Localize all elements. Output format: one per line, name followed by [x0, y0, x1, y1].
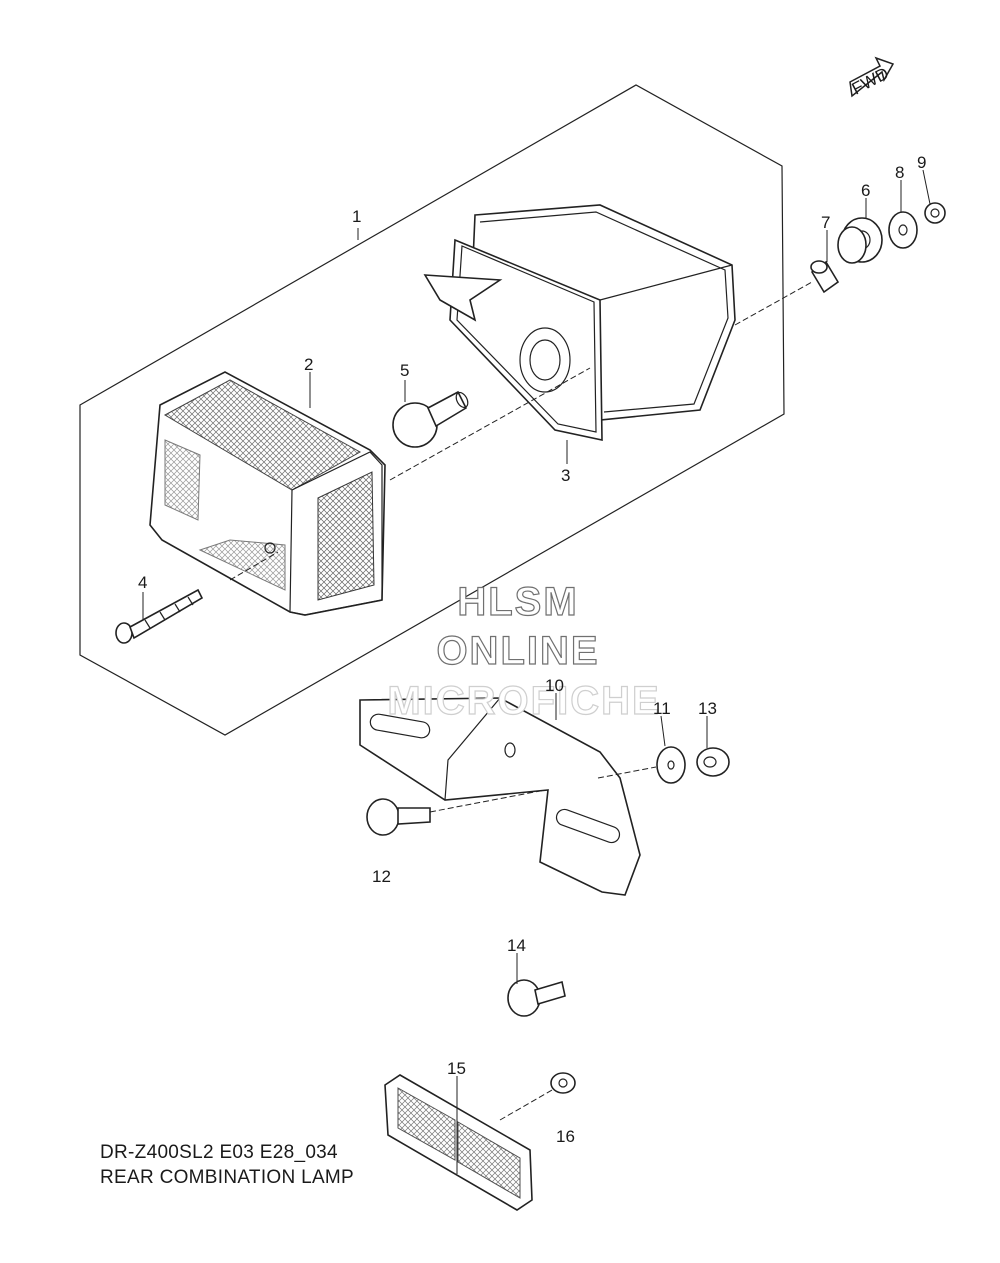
- diagram-caption: DR-Z400SL2 E03 E28_034 REAR COMBINATION …: [100, 1142, 354, 1188]
- callout-14: 14: [507, 936, 526, 955]
- callout-15: 15: [447, 1059, 466, 1078]
- callout-7: 7: [821, 213, 830, 232]
- bulb: [392, 390, 469, 448]
- assembly-frame: [79, 84, 785, 736]
- leader-lines: [142, 169, 931, 1174]
- bracket-screw: [366, 798, 431, 836]
- lamp-housing: [423, 204, 736, 441]
- reflector-nut: [550, 1072, 576, 1094]
- callout-16: 16: [556, 1127, 575, 1146]
- spacer-collar: [810, 260, 840, 294]
- watermark: HLSM ONLINE MICROFICHE: [387, 579, 660, 723]
- caption-model-code: DR-Z400SL2 E03 E28_034: [100, 1142, 338, 1163]
- lamp-lens: [149, 371, 386, 616]
- reflector: [384, 1074, 533, 1211]
- callout-6: 6: [861, 181, 870, 200]
- fwd-arrow-icon: FWD: [849, 56, 895, 99]
- watermark-line-1: HLSM: [457, 580, 578, 624]
- callout-8: 8: [895, 163, 904, 182]
- callout-13: 13: [698, 699, 717, 718]
- fwd-label: FWD: [849, 64, 892, 99]
- bracket-washer: [656, 746, 686, 784]
- callout-2: 2: [304, 355, 313, 374]
- callouts: 1 2 3 4 5 6 7 8 9 10 11 12 13 14 15 16: [138, 153, 926, 1146]
- watermark-line-2: ONLINE: [436, 629, 599, 673]
- callout-4: 4: [138, 573, 147, 592]
- callout-1: 1: [352, 207, 361, 226]
- callout-11: 11: [653, 699, 671, 718]
- watermark-line-3: MICROFICHE: [387, 679, 660, 723]
- grommet: [837, 217, 883, 264]
- callout-5: 5: [400, 361, 409, 380]
- reflector-screw: [507, 979, 566, 1017]
- license-bracket: [359, 697, 641, 896]
- callout-3: 3: [561, 466, 570, 485]
- callout-10: 10: [545, 676, 564, 695]
- callout-9: 9: [917, 153, 926, 172]
- lens-screw: [115, 588, 204, 644]
- bracket-nut: [696, 747, 730, 777]
- washer: [888, 211, 918, 249]
- nut: [924, 202, 946, 224]
- callout-12: 12: [372, 867, 391, 886]
- caption-title: REAR COMBINATION LAMP: [100, 1167, 354, 1188]
